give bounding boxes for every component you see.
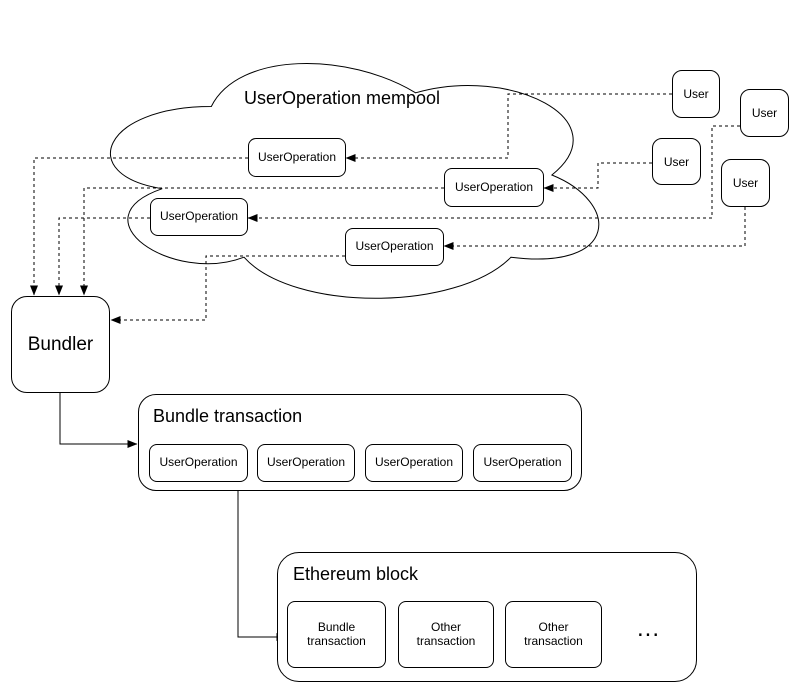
bundle-userop-1: UserOperation [149, 444, 248, 482]
bundle-transaction-title: Bundle transaction [153, 406, 303, 426]
ethereum-tx-bundle: Bundle transaction [287, 601, 386, 668]
user-node-2: User [740, 89, 789, 137]
mempool-cloud-shape [109, 63, 600, 299]
arrow-user3-to-userop-c [543, 162, 652, 192]
ethereum-more-transactions-ellipsis: ... [637, 615, 661, 642]
arrow-userop-c-to-bundler [80, 187, 444, 296]
arrow-user4-to-userop-d [443, 207, 746, 250]
arrow-bundle-transaction-to-ethereum-block [237, 491, 287, 641]
bundle-userop-2: UserOperation [257, 444, 355, 482]
ethereum-tx-other-1: Other transaction [398, 601, 494, 668]
ethereum-tx-other-2: Other transaction [505, 601, 602, 668]
ethereum-block-title: Ethereum block [293, 564, 419, 584]
mempool-userop-c: UserOperation [444, 168, 544, 207]
mempool-title: UserOperation mempool [243, 88, 441, 108]
bundler-node: Bundler [11, 296, 110, 393]
user-node-1: User [672, 70, 720, 118]
mempool-userop-a: UserOperation [248, 138, 346, 177]
arrow-user1-to-userop-a [345, 93, 672, 162]
arrow-userop-d-to-bundler [110, 255, 345, 324]
bundle-userop-4: UserOperation [473, 444, 572, 482]
arrow-userop-b-to-bundler [55, 217, 150, 296]
bundle-userop-3: UserOperation [365, 444, 463, 482]
mempool-userop-b: UserOperation [150, 198, 248, 236]
user-node-4: User [721, 159, 770, 207]
mempool-userop-d: UserOperation [345, 228, 444, 266]
arrow-bundler-to-bundle-transaction [59, 393, 138, 448]
user-node-3: User [652, 138, 701, 185]
arrow-user2-to-userop-b [247, 125, 740, 222]
